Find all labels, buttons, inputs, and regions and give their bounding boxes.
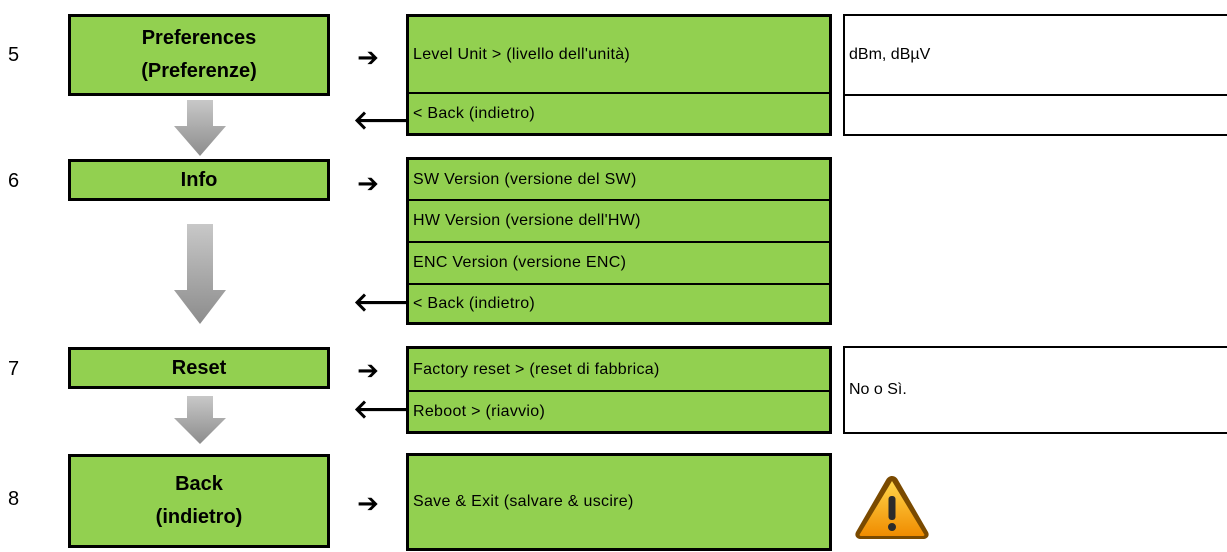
down-arrow-icon <box>174 100 226 156</box>
submenu-reboot-label: Reboot > (riavvio) <box>413 402 546 420</box>
menu-back-subtitle: (indietro) <box>155 506 243 528</box>
note-level-unit-back <box>843 94 1227 136</box>
arrow-right-icon: ➔ <box>357 355 379 385</box>
submenu-info-back-label: < Back (indietro) <box>413 294 536 312</box>
submenu-level-unit-label: Level Unit > (livello dell'unità) <box>413 45 631 63</box>
step-number-6: 6 <box>8 170 20 192</box>
submenu-sw-version[interactable]: SW Version (versione del SW) <box>406 157 832 199</box>
menu-info[interactable]: Info <box>68 159 330 201</box>
submenu-enc-version[interactable]: ENC Version (versione ENC) <box>406 241 832 283</box>
submenu-reboot[interactable]: Reboot > (riavvio) <box>406 390 832 434</box>
submenu-hw-version[interactable]: HW Version (versione dell'HW) <box>406 199 832 241</box>
note-level-unit-options: dBm, dBµV <box>843 14 1227 94</box>
arrow-right-icon: ➔ <box>357 42 379 72</box>
note-reset-options: No o Sì. <box>843 346 1227 434</box>
menu-preferences-title: Preferences <box>141 27 257 49</box>
arrow-left-icon: 🡐 <box>353 394 423 424</box>
arrow-right-icon: ➔ <box>357 168 379 198</box>
arrow-left-icon: 🡐 <box>353 287 423 317</box>
step-number-7: 7 <box>8 358 20 380</box>
menu-reset[interactable]: Reset <box>68 347 330 389</box>
submenu-hw-version-label: HW Version (versione dell'HW) <box>413 212 641 229</box>
submenu-preferences-back[interactable]: < Back (indietro) <box>406 92 832 136</box>
warning-icon <box>855 476 929 539</box>
step-number-8: 8 <box>8 488 20 510</box>
down-arrow-icon <box>174 224 226 324</box>
submenu-preferences-back-label: < Back (indietro) <box>413 104 536 122</box>
submenu-factory-reset[interactable]: Factory reset > (reset di fabbrica) <box>406 346 832 390</box>
menu-reset-title: Reset <box>171 356 227 379</box>
submenu-info-back[interactable]: < Back (indietro) <box>406 283 832 325</box>
menu-back-title: Back <box>175 473 223 495</box>
submenu-save-exit-label: Save & Exit (salvare & uscire) <box>413 493 634 510</box>
menu-preferences[interactable]: Preferences (Preferenze) <box>68 14 330 96</box>
down-arrow-icon <box>174 396 226 444</box>
submenu-sw-version-label: SW Version (versione del SW) <box>413 170 637 188</box>
note-reset-options-text: No o Sì. <box>849 381 907 398</box>
submenu-save-exit[interactable]: Save & Exit (salvare & uscire) <box>406 453 832 551</box>
arrow-right-icon: ➔ <box>357 488 379 518</box>
submenu-enc-version-label: ENC Version (versione ENC) <box>413 254 627 271</box>
menu-info-title: Info <box>180 168 218 191</box>
arrow-left-icon: 🡐 <box>353 105 423 135</box>
submenu-factory-reset-label: Factory reset > (reset di fabbrica) <box>413 360 660 378</box>
menu-preferences-subtitle: (Preferenze) <box>141 60 257 82</box>
step-number-5: 5 <box>8 44 20 66</box>
note-level-unit-options-text: dBm, dBµV <box>849 46 931 63</box>
menu-back[interactable]: Back (indietro) <box>68 454 330 548</box>
submenu-level-unit[interactable]: Level Unit > (livello dell'unità) <box>406 14 832 92</box>
